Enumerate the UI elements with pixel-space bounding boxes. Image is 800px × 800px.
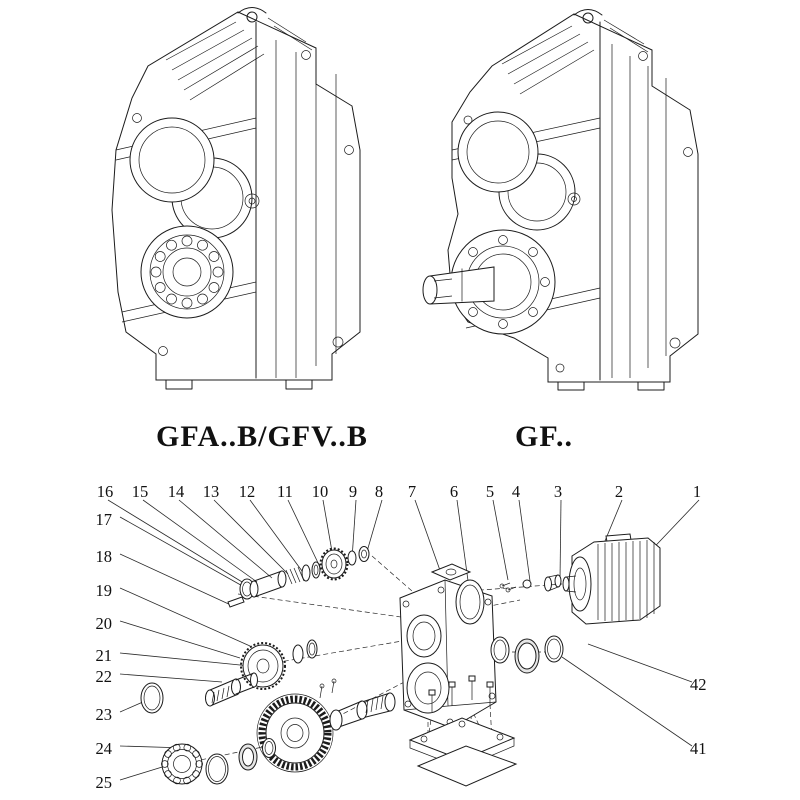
callouts-top: 16 15 14 13 12 11 10 9 8 7 6 5 4 3 2 1: [97, 482, 701, 501]
leader-lines: [107, 499, 700, 781]
gearbox-drawing-gf: [422, 9, 699, 391]
callout-5: 5: [486, 482, 494, 501]
callouts-left: 17 18 19 20 21 22 23 24 25: [96, 510, 113, 792]
callout-4: 4: [512, 482, 520, 501]
gasket-and-fasteners: [455, 574, 562, 625]
callout-1: 1: [693, 482, 701, 501]
callout-42: 42: [690, 675, 707, 694]
callout-14: 14: [168, 482, 185, 501]
callout-23: 23: [96, 705, 113, 724]
callout-25: 25: [96, 773, 113, 792]
bearing-face: [140, 225, 234, 319]
input-shaft-parts: [227, 546, 370, 608]
callout-13: 13: [203, 482, 220, 501]
callout-9: 9: [349, 482, 357, 501]
bottom-flange: [408, 675, 518, 787]
callout-8: 8: [375, 482, 383, 501]
callout-11: 11: [277, 482, 293, 501]
callout-16: 16: [97, 482, 114, 501]
callout-2: 2: [615, 482, 623, 501]
gearbox-drawing-gfab: [111, 7, 361, 390]
seal-rings: [490, 635, 564, 674]
callout-18: 18: [96, 547, 113, 566]
callout-19: 19: [96, 581, 113, 600]
callout-6: 6: [450, 482, 458, 501]
callout-7: 7: [408, 482, 416, 501]
model-label-gfab: GFA..B/GFV..B: [156, 420, 368, 453]
output-gear: [256, 693, 334, 773]
callout-12: 12: [239, 482, 256, 501]
model-label-gf: GF..: [515, 420, 573, 453]
callout-17: 17: [96, 510, 113, 529]
splined-shaft: [140, 672, 258, 714]
lower-shaft: [319, 678, 396, 731]
output-shaft: [422, 229, 556, 335]
callouts-right: 42 41: [690, 675, 707, 758]
callout-15: 15: [132, 482, 149, 501]
callout-21: 21: [96, 646, 113, 665]
callout-10: 10: [312, 482, 329, 501]
callout-41: 41: [690, 739, 707, 758]
exploded-view: 16 15 14 13 12 11 10 9 8 7 6 5 4 3 2 1 1…: [96, 482, 707, 792]
callout-3: 3: [554, 482, 562, 501]
callout-24: 24: [96, 739, 113, 758]
bearing-parts: [161, 738, 276, 785]
motor: [562, 533, 661, 625]
callout-22: 22: [96, 667, 113, 686]
callout-20: 20: [96, 614, 113, 633]
